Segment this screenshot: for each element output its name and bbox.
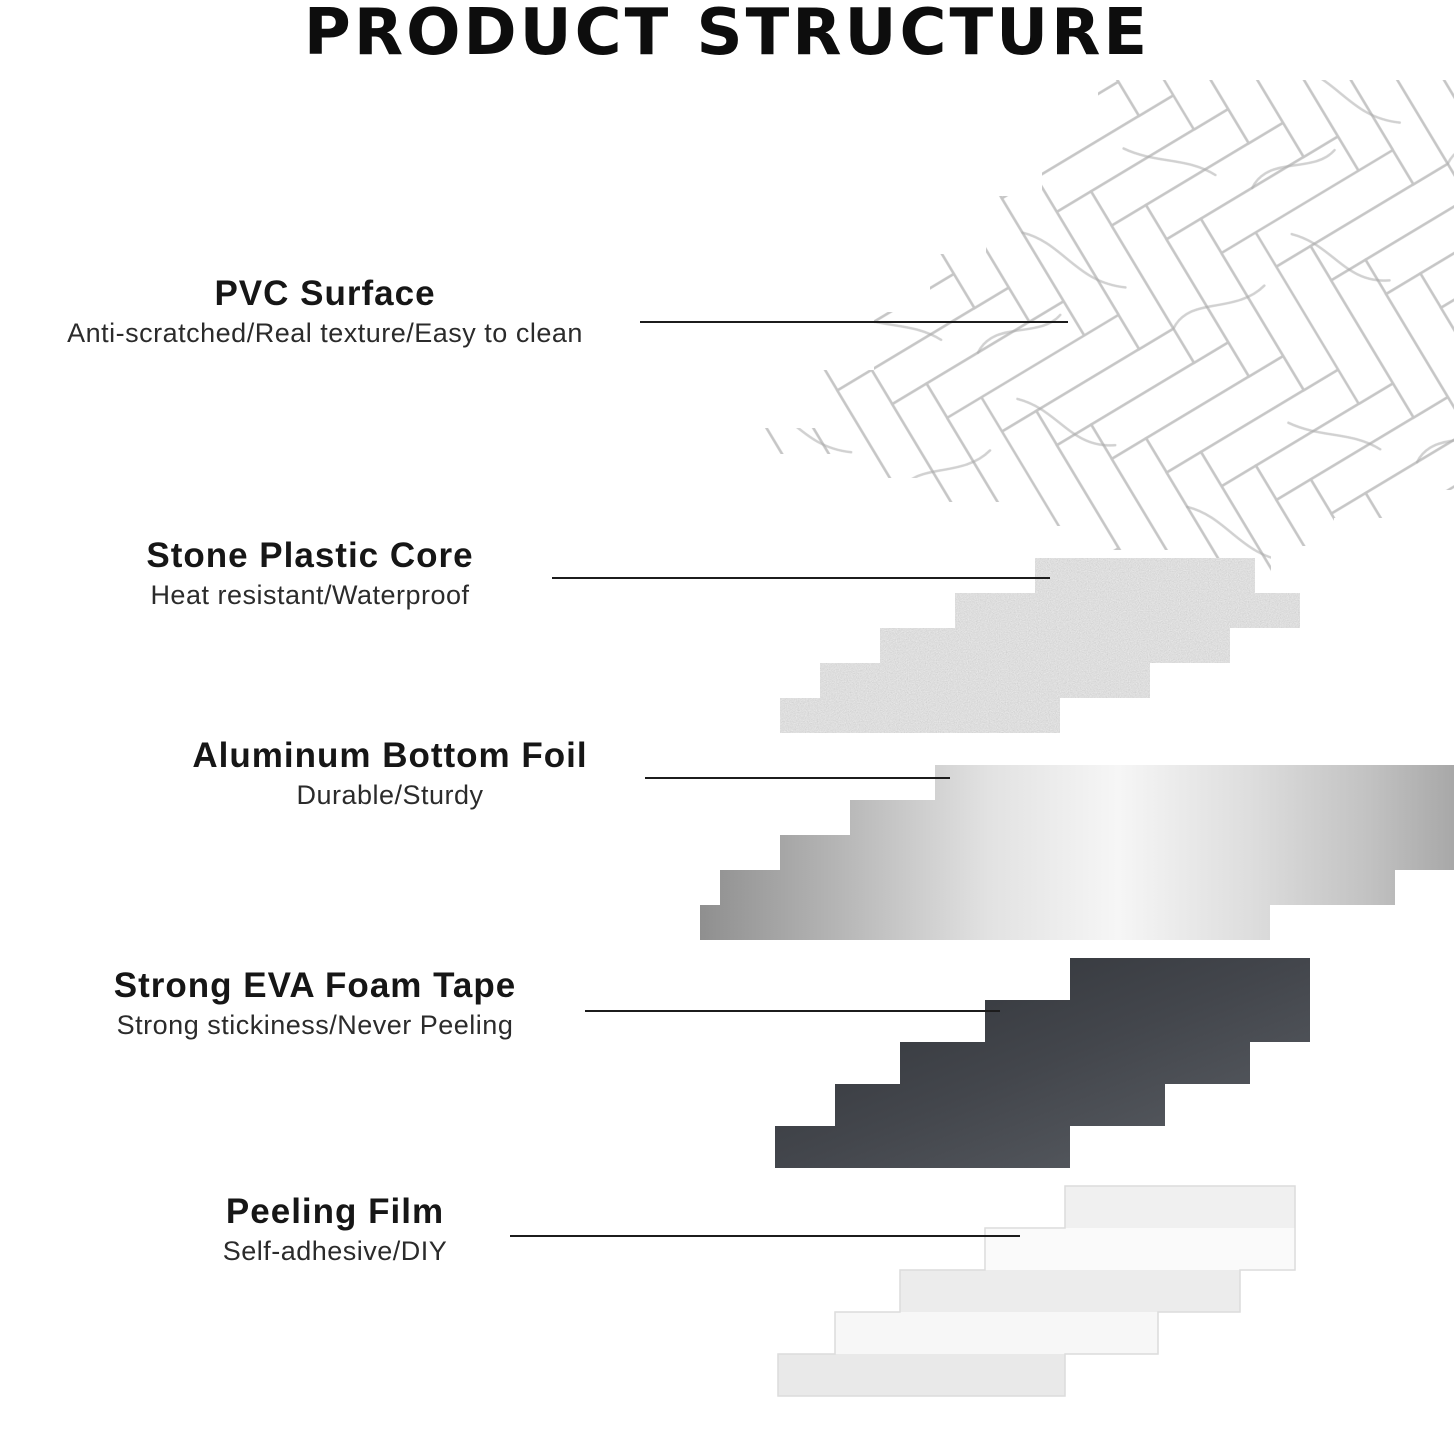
stone-core-layer-graphic (780, 558, 1300, 733)
pvc-surface-layer-graphic (761, 80, 1454, 574)
peeling-film-description: Self-adhesive/DIY (222, 1236, 448, 1266)
pvc-surface-description: Anti-scratched/Real texture/Easy to clea… (67, 318, 583, 348)
page-title: PRODUCT STRUCTURE (303, 0, 1151, 70)
aluminum-foil-description: Durable/Sturdy (296, 780, 484, 810)
eva-foam-description: Strong stickiness/Never Peeling (116, 1010, 514, 1040)
eva-foam-name: Strong EVA Foam Tape (113, 966, 517, 1005)
peeling-film-name: Peeling Film (225, 1192, 445, 1231)
stone-core-name: Stone Plastic Core (146, 536, 474, 575)
stone-core-description: Heat resistant/Waterproof (150, 580, 470, 610)
label-pvc-surface: PVC Surface Anti-scratched/Real texture/… (0, 274, 650, 349)
label-aluminum-bottom-foil: Aluminum Bottom Foil Durable/Sturdy (100, 736, 680, 811)
label-stone-plastic-core: Stone Plastic Core Heat resistant/Waterp… (60, 536, 560, 611)
eva-foam-layer-graphic (775, 958, 1310, 1168)
peeling-film-layer-graphic (777, 1185, 1296, 1397)
label-eva-foam-tape: Strong EVA Foam Tape Strong stickiness/N… (30, 966, 600, 1041)
pvc-surface-name: PVC Surface (214, 274, 436, 313)
aluminum-foil-name: Aluminum Bottom Foil (192, 736, 588, 775)
aluminum-foil-layer-graphic (700, 765, 1454, 940)
label-peeling-film: Peeling Film Self-adhesive/DIY (150, 1192, 520, 1267)
